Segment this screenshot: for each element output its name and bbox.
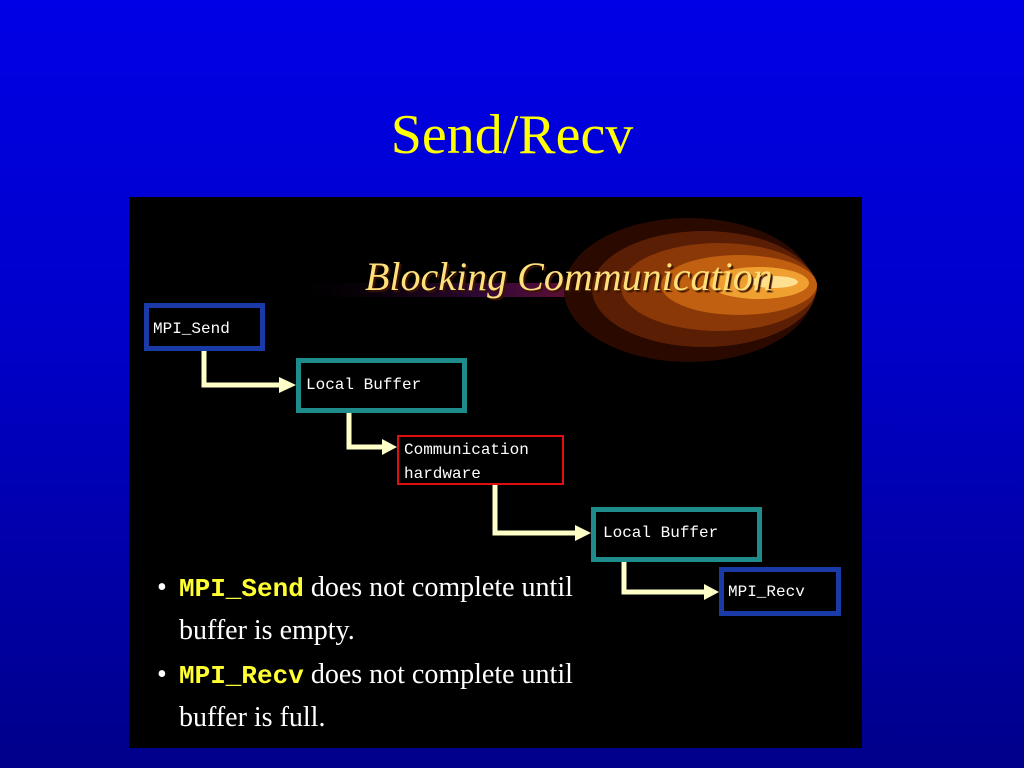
local-buffer-send-box: Local Buffer bbox=[296, 358, 467, 413]
slide-title: Send/Recv bbox=[390, 104, 634, 166]
diagram-panel: Blocking Communication MPI_Send Local Bu… bbox=[129, 197, 862, 748]
communication-hardware-box: Communication hardware bbox=[397, 435, 564, 485]
bullet-code: MPI_Recv bbox=[179, 661, 304, 691]
bullet-marker: • bbox=[157, 572, 167, 603]
mpi-send-label: MPI_Send bbox=[153, 320, 230, 338]
local-buffer-recv-box: Local Buffer bbox=[591, 507, 762, 562]
bullet-marker: • bbox=[157, 659, 167, 690]
flow-arrows bbox=[201, 351, 719, 600]
mpi-recv-box: MPI_Recv bbox=[719, 567, 841, 616]
mpi-recv-label: MPI_Recv bbox=[728, 583, 805, 601]
local-buffer-send-label: Local Buffer bbox=[306, 376, 422, 394]
diagram-heading: Blocking Communication bbox=[365, 254, 773, 299]
bullet-text: does not complete until buffer is empty. bbox=[179, 572, 573, 646]
communication-label-line1: Communication bbox=[404, 441, 529, 459]
mpi-send-box: MPI_Send bbox=[144, 303, 265, 351]
bullet-text: does not complete until buffer is full. bbox=[179, 659, 573, 733]
bullet-item: • MPI_Recv does not complete until buffe… bbox=[157, 654, 607, 739]
bullet-code: MPI_Send bbox=[179, 574, 304, 604]
local-buffer-recv-label: Local Buffer bbox=[603, 524, 719, 542]
communication-label-line2: hardware bbox=[404, 465, 481, 483]
bullet-list: • MPI_Send does not complete until buffe… bbox=[157, 567, 607, 741]
bullet-item: • MPI_Send does not complete until buffe… bbox=[157, 567, 607, 652]
comet-glow-graphic bbox=[279, 218, 817, 362]
